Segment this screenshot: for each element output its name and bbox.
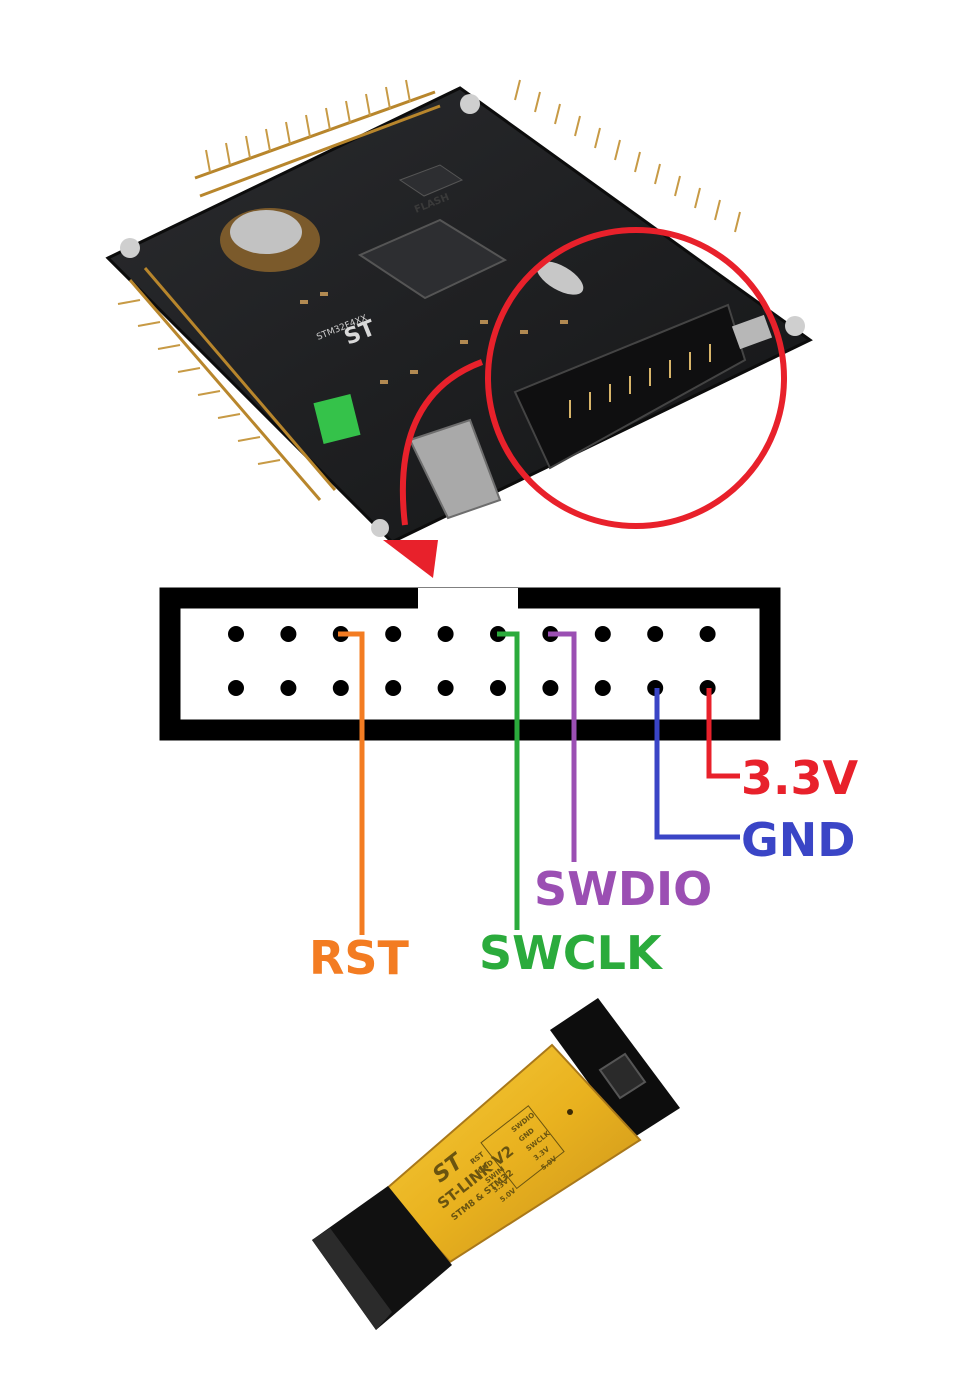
power-terminal bbox=[313, 394, 361, 444]
header-key-notch bbox=[418, 588, 518, 612]
stlink-dongle: ST ST-LINK V2 STM8 & STM32 RST SWDIO GND… bbox=[312, 998, 680, 1330]
mount-hole bbox=[371, 519, 389, 537]
left-pin-spikes bbox=[117, 79, 411, 465]
label-swdio: SWDIO bbox=[534, 862, 712, 916]
header-pin bbox=[542, 680, 559, 696]
header-outline bbox=[159, 587, 781, 741]
mount-hole bbox=[785, 316, 805, 336]
wire-swclk bbox=[497, 631, 520, 930]
header-pin bbox=[228, 626, 244, 642]
header-pin bbox=[490, 680, 506, 696]
header-pin bbox=[594, 626, 611, 642]
dev-board: FLASH ST STM32F4XX bbox=[105, 79, 813, 544]
board-jtag-pins bbox=[569, 344, 711, 418]
header-pin bbox=[594, 680, 611, 696]
right-pin-headers bbox=[514, 79, 741, 233]
header-pin bbox=[228, 680, 244, 696]
signal-wires bbox=[338, 631, 740, 935]
header-pin bbox=[699, 626, 716, 642]
label-3v3: 3.3V bbox=[741, 751, 858, 805]
mount-hole bbox=[120, 238, 140, 258]
usb-port bbox=[731, 314, 773, 350]
header-pin bbox=[280, 626, 297, 642]
sd-card-slot bbox=[408, 418, 502, 520]
header-pin bbox=[280, 680, 297, 696]
header-pin bbox=[332, 680, 349, 696]
header-highlight-circle bbox=[485, 227, 787, 529]
coin-cell-top bbox=[230, 210, 302, 254]
stlink-pin-legend: RST SWDIO GND GND SWIM SWCLK 3.3V 3.3V 5… bbox=[469, 1105, 565, 1204]
wire-rst bbox=[338, 631, 365, 935]
callout-arrow-head bbox=[383, 540, 438, 578]
header-pin bbox=[385, 680, 402, 696]
mount-hole bbox=[460, 94, 480, 114]
label-swclk: SWCLK bbox=[479, 926, 664, 980]
stlink-connector-slot bbox=[598, 1052, 647, 1100]
smd-components bbox=[300, 292, 568, 384]
label-gnd: GND bbox=[741, 813, 855, 867]
mcu-chip bbox=[357, 218, 508, 300]
crystal bbox=[536, 261, 584, 295]
header-pin bbox=[437, 626, 454, 642]
wire-swdio bbox=[548, 631, 577, 862]
label-rst: RST bbox=[309, 931, 410, 985]
header-pins bbox=[228, 626, 716, 696]
wire-3v3 bbox=[706, 688, 740, 779]
header-pin bbox=[647, 626, 664, 642]
flash-chip bbox=[398, 164, 464, 197]
callout-arrow bbox=[399, 359, 484, 526]
wire-gnd bbox=[654, 688, 740, 840]
header-pin bbox=[385, 626, 402, 642]
stlink-usb-cap-edge bbox=[312, 1228, 392, 1330]
stlink-led bbox=[567, 1109, 573, 1115]
left-pin-headers bbox=[128, 90, 441, 501]
header-pinout bbox=[159, 587, 781, 741]
header-pin bbox=[437, 680, 454, 696]
stlink-usb-cap bbox=[312, 1186, 452, 1330]
